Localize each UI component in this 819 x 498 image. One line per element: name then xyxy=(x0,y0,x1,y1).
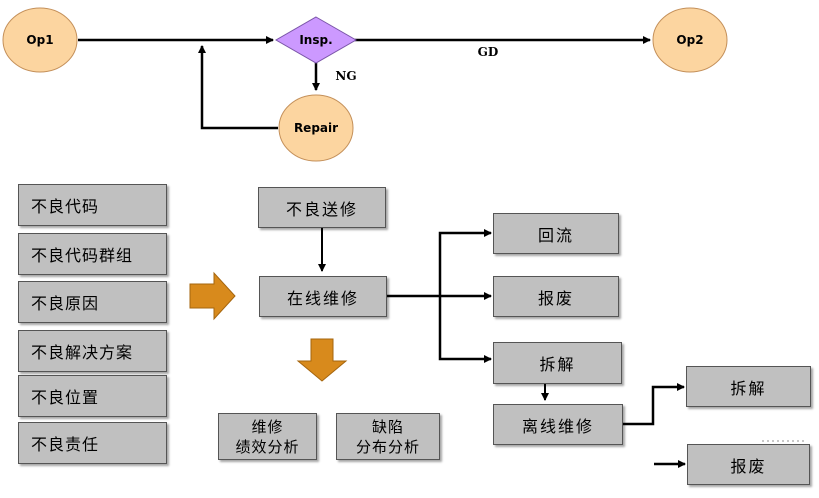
repair-node xyxy=(278,94,354,162)
defect-analysis-line2: 分布分析 xyxy=(355,437,420,456)
defect-analysis-line1: 缺陷 xyxy=(371,417,404,436)
defect-distribution-analysis-box: 缺陷 分布分析 xyxy=(336,413,440,460)
online-branch-down-line xyxy=(438,296,492,363)
defect-responsibility-box: 不良责任 xyxy=(18,422,167,464)
right-block-arrow xyxy=(189,271,236,321)
defect-cause-box: 不良原因 xyxy=(18,281,167,323)
repair-performance-analysis-box: 维修 绩效分析 xyxy=(218,413,317,460)
send-repair-box: 不良送修 xyxy=(258,187,386,228)
op1-label: Op1 xyxy=(26,33,53,47)
ng-label: NG xyxy=(335,69,356,83)
online-branch-up-line xyxy=(438,229,492,296)
insp-label: Insp. xyxy=(299,33,332,47)
gd-label: GD xyxy=(478,45,499,59)
disassemble-box: 拆解 xyxy=(493,342,622,384)
defect-code-group-box: 不良代码群组 xyxy=(18,233,167,275)
insp-diamond xyxy=(274,16,358,64)
repair-loop-line xyxy=(198,45,278,130)
op2-label: Op2 xyxy=(676,33,703,47)
defect-solution-box: 不良解决方案 xyxy=(18,330,167,372)
scrap-box: 报废 xyxy=(493,276,619,317)
repair-analysis-line2: 绩效分析 xyxy=(235,437,300,456)
disassemble-right-box: 拆解 xyxy=(686,366,811,407)
defect-location-box: 不良位置 xyxy=(18,375,167,417)
reflow-box: 回流 xyxy=(493,213,619,254)
offline-to-disassemble-line xyxy=(623,383,685,426)
op1-node xyxy=(2,7,78,73)
op2-node xyxy=(652,7,728,73)
online-repair-box: 在线维修 xyxy=(259,276,387,317)
offline-repair-box: 离线维修 xyxy=(493,404,623,445)
scrap-right-box: 报废 xyxy=(687,444,810,485)
repair-analysis-line1: 维修 xyxy=(251,417,284,436)
repair-label: Repair xyxy=(294,121,338,135)
down-block-arrow xyxy=(296,338,348,382)
defect-code-box: 不良代码 xyxy=(18,184,167,226)
